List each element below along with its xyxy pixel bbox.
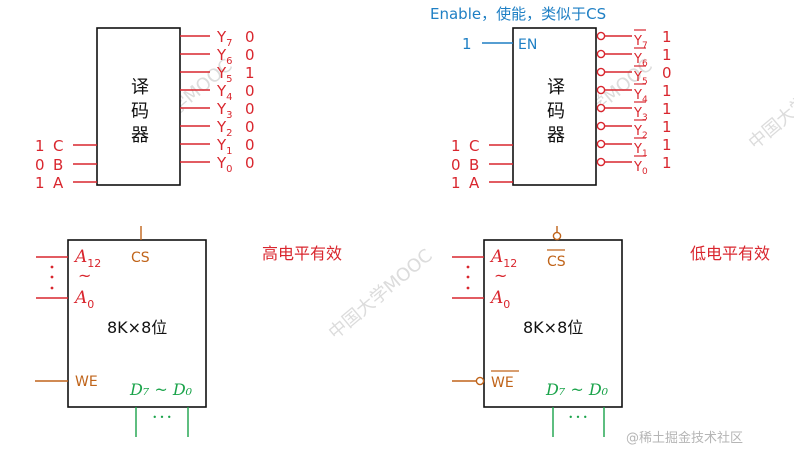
address-range-tilde: ~ [494,266,507,285]
output-value-y6: 1 [662,46,672,64]
decoder-body-char: 译 [547,77,565,98]
output-value-y7: 1 [662,28,672,46]
memory-chip-body [67,239,207,408]
output-label-y4: Y4 [216,82,233,103]
enable-label: EN [518,37,537,53]
input-name-c: C [469,137,479,155]
input-name-c: C [53,137,63,155]
output-label-y7: Y7 [216,28,233,49]
address-high-label: A12 [489,247,517,270]
input-name-a: A [53,174,64,192]
output-value-y6: 0 [245,46,255,64]
output-label-y1: Y1 [216,136,233,157]
output-value-y3: 1 [662,100,672,118]
address-range-tilde: ~ [78,266,91,285]
output-label-y4: Y4 [633,88,648,105]
output-value-y0: 0 [245,154,255,172]
output-label-y2: Y2 [633,124,648,141]
output-value-y3: 0 [245,100,255,118]
inversion-bubble-y3 [596,103,606,113]
inversion-bubble-y2 [596,121,606,131]
active-low-caption: 低电平有效 [690,244,770,263]
output-value-y7: 0 [245,28,255,46]
memory-chip-active-high: A12 ~ A0 CS 8K×8位 WE D₇ ~ D₀ • • • [35,226,207,437]
address-ellipsis [466,265,470,290]
enable-caption: Enable，使能，类似于CS [430,5,606,23]
input-name-a: A [469,174,480,192]
address-high-label: A12 [73,247,101,270]
output-label-y2: Y2 [216,118,233,139]
data-range-label: D₇ ~ D₀ [545,380,609,399]
output-value-y5: 1 [245,64,255,82]
memory-chip-active-low: A12 ~ A0 CS 8K×8位 WE D₇ ~ D₀ • • • [452,226,623,437]
input-value-a: 1 [35,174,45,192]
chip-select-label: CS [547,254,566,270]
output-label-y0: Y0 [216,154,233,175]
output-label-y1: Y1 [633,142,648,159]
input-value-b: 0 [451,156,461,174]
decoder-body-char: 器 [131,125,149,146]
decoder-with-enable: Enable，使能，类似于CS 译 码 器 1 EN 1 C 0 B 1 A [430,5,672,192]
address-low-label: A0 [73,288,94,311]
output-value-y4: 1 [662,82,672,100]
output-value-y2: 0 [245,118,255,136]
input-value-c: 1 [35,137,45,155]
address-low-label: A0 [489,288,510,311]
output-value-y5: 0 [662,64,672,82]
decoder-active-high: 译 码 器 1 C 0 B 1 A Y7 [35,27,255,192]
decoder-body-char: 码 [547,101,565,122]
decoder-body-char: 码 [131,101,149,122]
inversion-bubble-y5 [596,67,606,77]
decoder-body-char: 译 [131,77,149,98]
inversion-bubble-y6 [596,49,606,59]
chip-select-bubble [552,231,562,241]
output-value-y4: 0 [245,82,255,100]
decoder-body-char: 器 [547,125,565,146]
write-enable-label: WE [491,375,514,391]
output-label-y5: Y5 [216,64,233,85]
input-value-c: 1 [451,137,461,155]
output-label-y0: Y0 [633,160,648,177]
write-enable-label: WE [75,374,98,390]
output-label-y5: Y5 [633,70,648,87]
decoder-body [96,27,181,186]
output-label-y6: Y6 [633,52,648,69]
inversion-bubble-y0 [596,157,606,167]
memory-size-label: 8K×8位 [523,318,583,337]
active-high-caption: 高电平有效 [262,244,342,263]
source-watermark: @稀土掘金技术社区 [626,430,743,446]
data-ellipsis: • • • [152,413,171,422]
output-label-y3: Y3 [216,100,233,121]
output-label-y7: Y7 [633,34,648,51]
input-name-b: B [469,156,479,174]
chip-select-label: CS [131,250,150,266]
input-value-b: 0 [35,156,45,174]
input-name-b: B [53,156,63,174]
output-value-y1: 0 [245,136,255,154]
input-value-a: 1 [451,174,461,192]
memory-size-label: 8K×8位 [107,318,167,337]
inversion-bubble-y4 [596,85,606,95]
decoder-body [512,27,597,186]
watermark: 中国大学MOOC [745,55,794,154]
output-value-y2: 1 [662,118,672,136]
write-enable-bubble [475,376,485,386]
data-ellipsis: • • • [568,413,587,422]
inversion-bubble-y1 [596,139,606,149]
output-value-y0: 1 [662,154,672,172]
data-range-label: D₇ ~ D₀ [129,380,193,399]
output-value-y1: 1 [662,136,672,154]
output-label-y3: Y3 [633,106,648,123]
enable-value: 1 [462,35,472,53]
inversion-bubble-y7 [596,31,606,41]
address-ellipsis [50,265,54,290]
output-label-y6: Y6 [216,46,233,67]
